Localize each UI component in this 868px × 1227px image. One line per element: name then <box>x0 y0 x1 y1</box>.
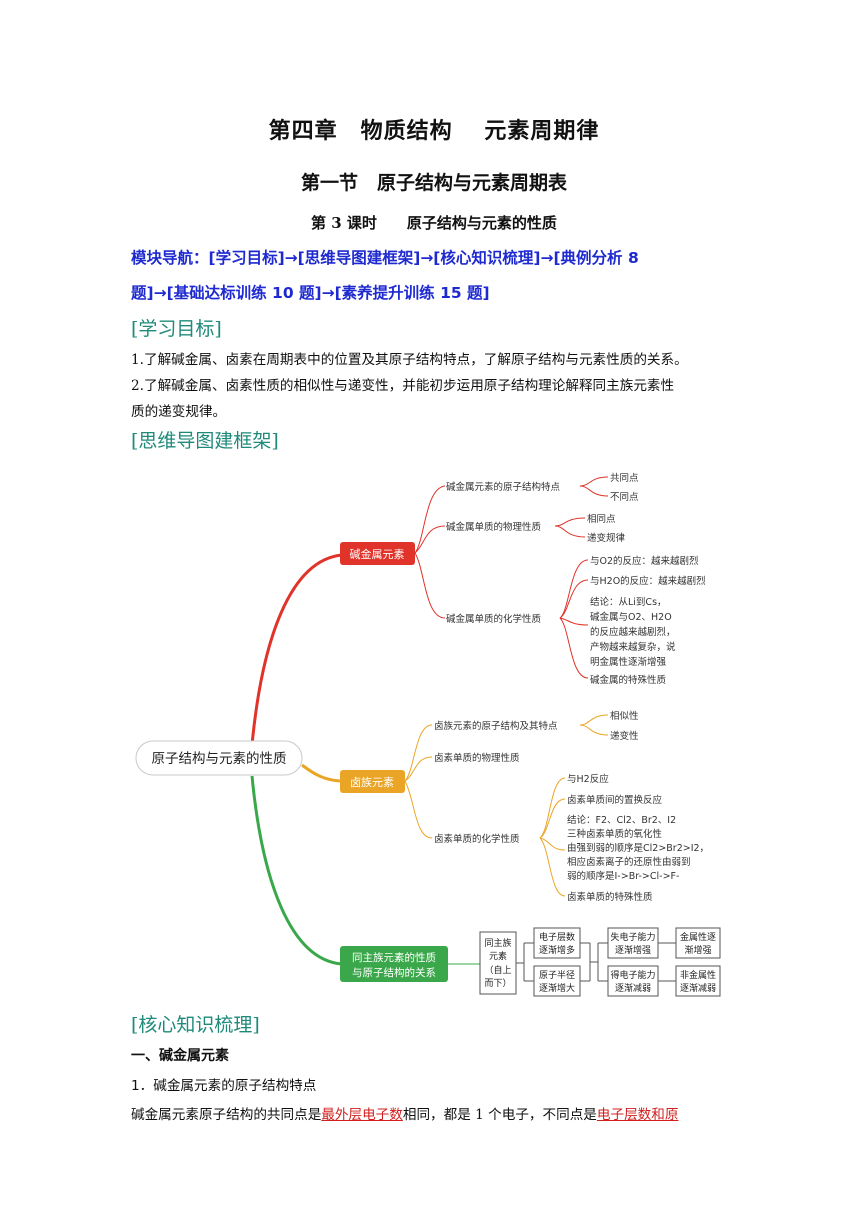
core-highlight-1: 最外层电子数 <box>321 1107 403 1123</box>
halogen-node <box>340 770 405 793</box>
halogen-label: 卤族元素 <box>350 775 394 789</box>
root-label: 原子结构与元素的性质 <box>152 751 287 767</box>
section-title: 第一节 原子结构与元素周期表 <box>300 172 567 194</box>
core-sub-title: 1．碱金属元素的原子结构特点 <box>131 1078 317 1094</box>
core-part-title: 一、碱金属元素 <box>131 1048 229 1064</box>
halogen-conclusion-5: 弱的顺序是I->Br->Cl->F- <box>567 870 679 882</box>
flow-bot-2-a: 得电子能力 <box>610 969 655 981</box>
alkali-conclusion-3: 的反应越来越剧烈， <box>590 626 676 638</box>
halogen-conclusion-1: 结论：F2、Cl2、Br2、I2 <box>567 814 676 826</box>
flow-bot-1-b: 逐渐增大 <box>539 982 575 994</box>
alkali-difference-leaf: 不同点 <box>610 492 639 503</box>
alkali-special-leaf: 碱金属的特殊性质 <box>590 674 667 686</box>
objectives-heading: [学习目标] <box>131 318 222 340</box>
core-text-pre: 碱金属元素原子结构的共同点是 <box>131 1107 322 1123</box>
flow-start-1: 同主族 <box>484 937 511 949</box>
core-text-mid: 相同，都是 1 个电子，不同点是 <box>402 1107 597 1123</box>
halogen-conclusion-4: 相应卤素离子的还原性由弱到 <box>567 856 691 868</box>
halogen-conclusion-3: 由强到弱的顺序是Cl2>Br2>I2， <box>567 842 709 854</box>
group-node <box>340 946 448 982</box>
flow-top-2-a: 失电子能力 <box>610 931 655 943</box>
module-nav-line-1: 模块导航：[学习目标]→[思维导图建框架]→[核心知识梳理]→[典例分析 8 <box>131 249 639 267</box>
root-node <box>135 740 303 776</box>
halogen-trend-leaf: 递变性 <box>610 730 639 742</box>
mindmap-heading: [思维导图建框架] <box>131 430 279 452</box>
alkali-trend-leaf: 递变规律 <box>587 532 626 544</box>
chapter-title: 第四章 物质结构 元素周期律 <box>268 119 600 144</box>
halogen-structure-branch: 卤族元素的原子结构及其特点 <box>434 720 558 732</box>
flow-bot-3-b: 逐渐减弱 <box>680 982 716 994</box>
halogen-chemical-branch: 卤素单质的化学性质 <box>434 833 520 845</box>
halogen-similarity-leaf: 相似性 <box>610 710 639 722</box>
core-paragraph: 碱金属元素原子结构的共同点是最外层电子数相同，都是 1 个电子，不同点是电子层数… <box>131 1103 678 1123</box>
flow-top-3-b: 渐增强 <box>684 944 711 956</box>
flow-bot-2-b: 逐渐减弱 <box>615 982 651 994</box>
objective-item-2: 2.了解碱金属、卤素性质的相似性与递变性，并能初步运用原子结构理论解释同主族元素… <box>131 378 675 394</box>
flow-top-3-a: 金属性逐 <box>680 931 716 943</box>
alkali-structure-branch: 碱金属元素的原子结构特点 <box>446 481 561 493</box>
halogen-displacement-leaf: 卤素单质间的置换反应 <box>567 794 663 806</box>
flow-top-1-b: 逐渐增多 <box>539 944 575 956</box>
group-trunk <box>250 775 343 966</box>
flow-start-4: 而下） <box>484 978 511 989</box>
alkali-physical-branch: 碱金属单质的物理性质 <box>446 521 542 533</box>
group-label-1: 同主族元素的性质 <box>352 951 436 964</box>
alkali-common-leaf: 共同点 <box>610 473 639 484</box>
core-heading: [核心知识梳理] <box>131 1014 260 1036</box>
alkali-trunk <box>250 553 343 746</box>
flow-top-2-b: 逐渐增强 <box>615 944 651 956</box>
flow-bot-1-a: 原子半径 <box>539 969 575 981</box>
flow-start-2: 元素 <box>489 950 507 962</box>
alkali-label: 碱金属元素 <box>350 547 405 561</box>
lesson-title: 第 3 课时 原子结构与元素的性质 <box>311 214 557 232</box>
group-label-2: 与原子结构的关系 <box>352 966 436 979</box>
halogen-conclusion-2: 三种卤素单质的氧化性 <box>567 828 663 840</box>
objective-item-2-cont: 质的递变规律。 <box>131 404 227 420</box>
core-highlight-2: 电子层数和原 <box>596 1107 679 1123</box>
flow-top-box-3 <box>675 927 721 959</box>
alkali-same-leaf: 相同点 <box>587 513 616 525</box>
alkali-node <box>340 542 415 565</box>
module-nav-line-2: 题]→[基础达标训练 10 题]→[素养提升训练 15 题] <box>131 284 490 302</box>
flow-top-box-2 <box>607 927 659 959</box>
halogen-physical-branch: 卤素单质的物理性质 <box>434 752 520 764</box>
flow-start-3: （自上 <box>484 964 511 976</box>
flow-bot-3-a: 非金属性 <box>680 969 716 981</box>
objective-item-1: 1.了解碱金属、卤素在周期表中的位置及其原子结构特点，了解原子结构与元素性质的关… <box>131 352 688 368</box>
halogen-trunk <box>301 763 341 783</box>
flow-top-1-a: 电子层数 <box>539 931 575 943</box>
alkali-chemical-branch: 碱金属单质的化学性质 <box>446 613 542 625</box>
halogen-h2-leaf: 与H2反应 <box>567 773 609 785</box>
alkali-conclusion-1: 结论：从Li到Cs， <box>590 596 667 608</box>
alkali-h2o-leaf: 与H2O的反应：越来越剧烈 <box>590 575 706 587</box>
alkali-conclusion-4: 产物越来越复杂，说 <box>590 641 676 653</box>
halogen-special-leaf: 卤素单质的特殊性质 <box>567 891 653 903</box>
alkali-conclusion-2: 碱金属与O2、H2O <box>590 611 672 623</box>
flow-bottom-box-2 <box>607 965 659 997</box>
alkali-conclusion-5: 明金属性逐渐增强 <box>590 656 667 668</box>
alkali-o2-leaf: 与O2的反应：越来越剧烈 <box>590 555 699 567</box>
